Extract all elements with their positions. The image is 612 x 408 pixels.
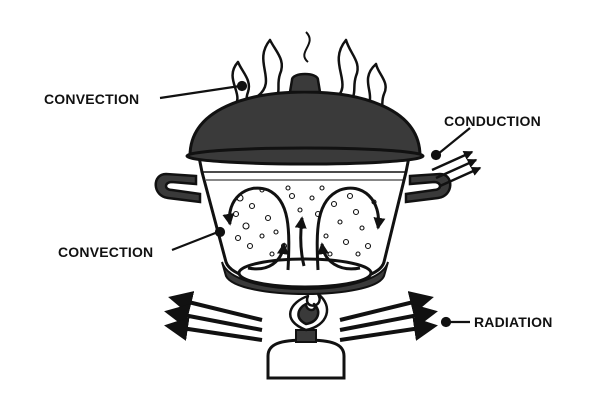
arrow-left-icon <box>168 291 263 322</box>
steam-wisp-icon <box>256 38 284 102</box>
steam-curl-icon <box>303 31 311 63</box>
pot-lid <box>188 90 422 158</box>
radiation-arrows-right <box>339 291 438 342</box>
loop-center-up-arrow <box>294 216 307 267</box>
arrow-left-icon <box>164 303 263 332</box>
conduction-arrows <box>431 150 482 188</box>
arrow-right-icon <box>431 150 474 172</box>
right-handle <box>404 172 452 204</box>
pot-base-ellipse <box>237 257 373 289</box>
lid-knob <box>288 72 322 94</box>
leader-dot <box>430 149 442 161</box>
lid-rim <box>185 146 425 166</box>
burner-flame-icon <box>288 292 329 332</box>
arrow-right-icon <box>339 291 434 322</box>
leader-dot <box>236 80 248 92</box>
radiation-arrows-left <box>164 291 263 342</box>
burner-neck <box>295 329 317 343</box>
radiation-label: RADIATION <box>474 314 553 330</box>
arrow-left-icon <box>164 317 263 342</box>
leader-dot <box>440 316 452 328</box>
convection-top-label: CONVECTION <box>44 91 139 107</box>
steam-wisp-icon <box>332 38 359 106</box>
leader-lines <box>159 80 471 328</box>
leader-dot <box>214 226 226 238</box>
conduction-label: CONDUCTION <box>444 113 541 129</box>
arrow-right-icon <box>339 303 438 332</box>
loop-left-inner-arrow <box>247 242 289 271</box>
loop-right-arrow <box>315 186 386 271</box>
convection-middle-label: CONVECTION <box>58 244 153 260</box>
convection-loops <box>222 186 386 271</box>
arrow-right-icon <box>435 158 478 180</box>
arrow-right-icon <box>439 166 482 188</box>
left-handle <box>154 172 202 204</box>
loop-right-inner-arrow <box>317 242 361 271</box>
burner-base <box>266 338 346 380</box>
loop-left-arrow <box>222 186 291 271</box>
arrow-right-icon <box>339 317 438 342</box>
